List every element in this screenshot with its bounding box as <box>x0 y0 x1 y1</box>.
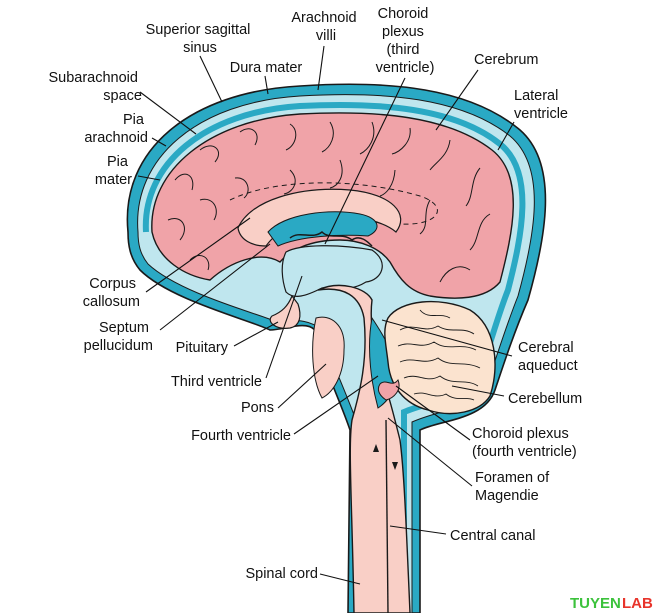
cerebellum <box>377 300 496 415</box>
flow-arrow-down <box>373 444 379 452</box>
label-arachnoid-villi: Arachnoid villi <box>291 10 360 44</box>
watermark-part2: LAB <box>622 595 653 612</box>
cerebellar-folia <box>397 309 481 401</box>
flow-arrow-up <box>392 462 398 470</box>
watermark-part1: TUYEN <box>570 595 621 612</box>
label-spinal-cord: Spinal cord <box>245 566 318 582</box>
label-pons: Pons <box>241 400 274 416</box>
cerebellum-body <box>384 300 496 415</box>
label-cerebrum: Cerebrum <box>474 52 538 68</box>
label-pia-arachnoid: Pia arachnoid <box>84 112 148 146</box>
label-pituitary: Pituitary <box>176 340 229 356</box>
lateral-ventricle <box>267 211 378 247</box>
label-superior-sagittal-sinus: Superior sagittal sinus <box>146 22 255 56</box>
watermark: TUYEN LAB <box>570 595 653 612</box>
pons-shape <box>312 316 345 399</box>
central-canal-line <box>385 419 389 613</box>
label-central-canal: Central canal <box>450 528 535 544</box>
lateral-ventricle-outline <box>229 182 438 229</box>
leader-lines <box>137 45 515 585</box>
label-septum-pellucidum: Septum pellucidum <box>84 320 153 354</box>
choroid-plexus-third-shape <box>289 230 373 247</box>
label-subarachnoid-space: Subarachnoid space <box>48 70 142 104</box>
ventricular-system <box>237 188 402 329</box>
label-third-ventricle: Third ventricle <box>171 374 262 390</box>
label-dura-mater: Dura mater <box>230 60 303 76</box>
label-choroid-plexus-fourth: Choroid plexus (fourth ventricle) <box>472 426 577 460</box>
choroid-plexus-fourth-shape <box>377 378 400 401</box>
label-cerebral-aqueduct: Cerebral aqueduct <box>518 340 578 374</box>
label-corpus-callosum: Corpus callosum <box>83 276 140 310</box>
label-choroid-plexus-third: Choroid plexus (third ventricle) <box>376 6 435 76</box>
label-lateral-ventricle: Lateral ventricle <box>514 88 568 122</box>
label-cerebellum: Cerebellum <box>508 391 582 407</box>
label-pia-mater: Pia mater <box>95 154 132 188</box>
gyri-sulci <box>167 121 491 283</box>
label-fourth-ventricle: Fourth ventricle <box>191 428 291 444</box>
labels: Superior sagittal sinus Arachnoid villi … <box>48 6 582 582</box>
label-foramen-of-magendie: Foramen of Magendie <box>475 470 553 504</box>
